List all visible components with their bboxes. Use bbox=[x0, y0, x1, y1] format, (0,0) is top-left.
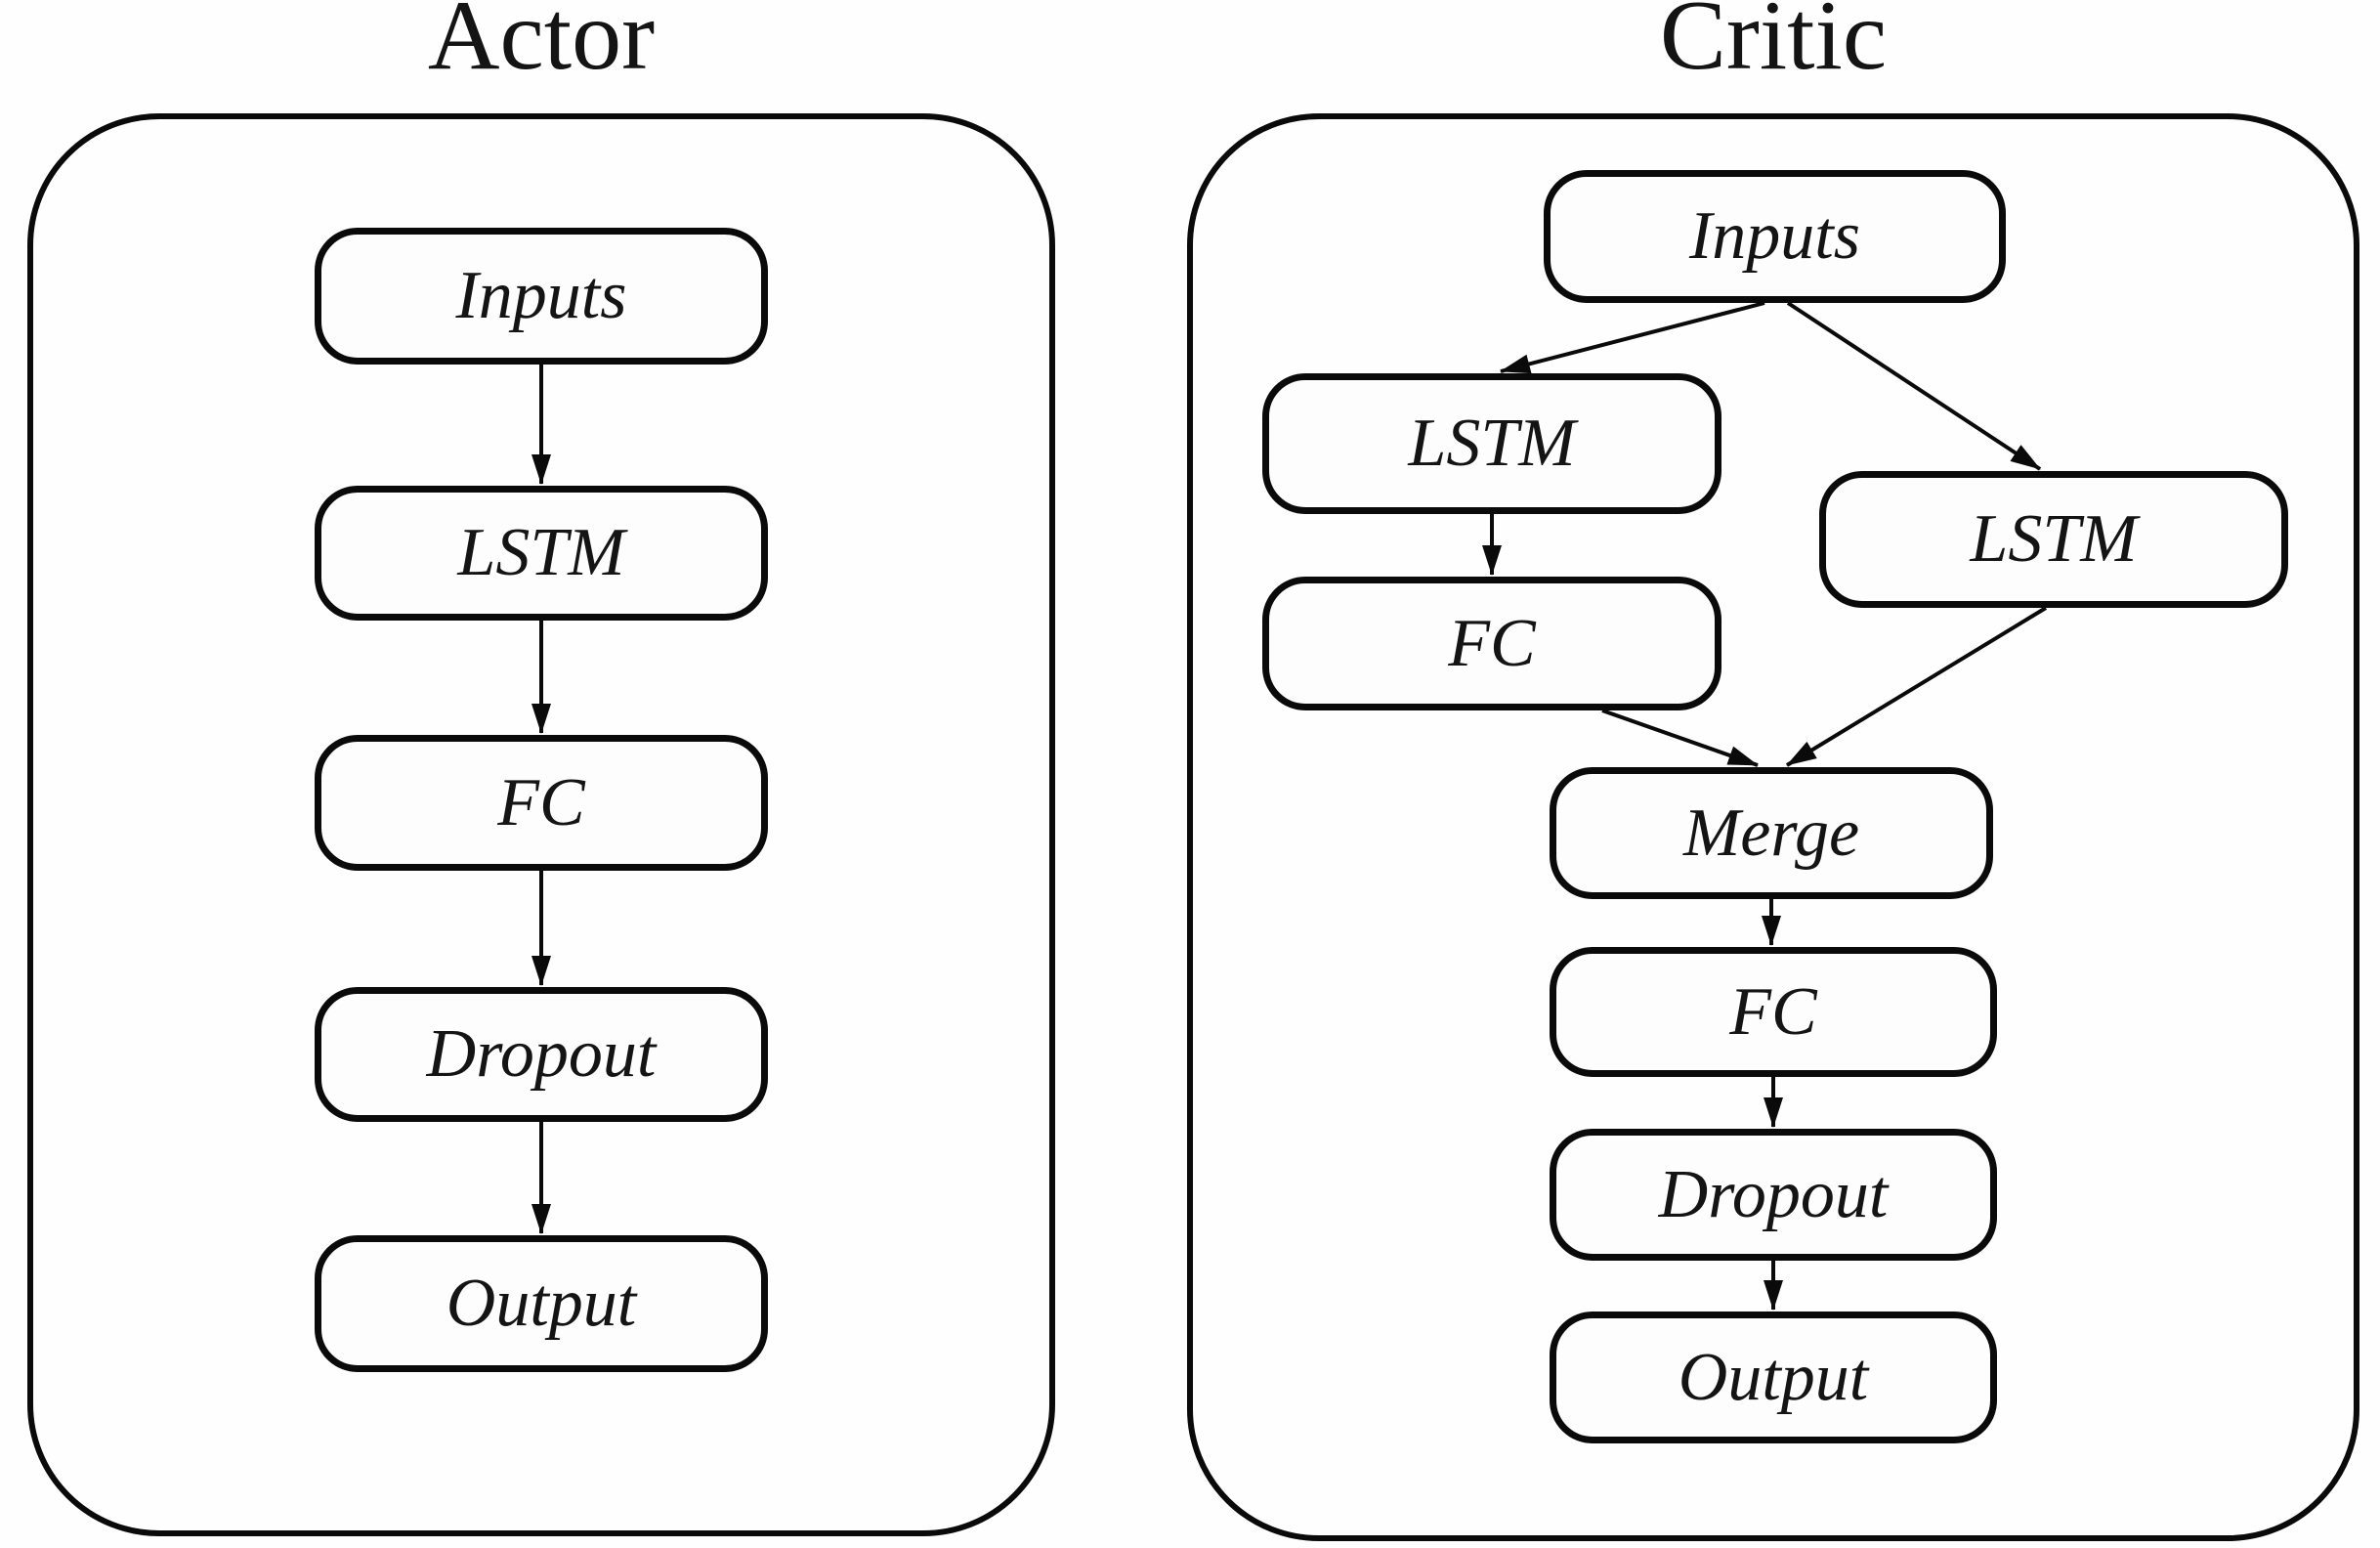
critic-node-fc-left: FC bbox=[1262, 577, 1721, 710]
critic-panel-outline bbox=[1187, 113, 2359, 1541]
actor-node-output: Output bbox=[315, 1235, 768, 1372]
critic-node-lstm-right: LSTM bbox=[1819, 471, 2288, 608]
critic-panel-title: Critic bbox=[1659, 0, 1888, 91]
actor-panel-outline bbox=[27, 113, 1055, 1536]
critic-node-merge: Merge bbox=[1550, 767, 1993, 899]
critic-node-output: Output bbox=[1550, 1312, 1997, 1443]
critic-node-fc: FC bbox=[1550, 947, 1997, 1077]
actor-node-inputs: Inputs bbox=[315, 228, 768, 365]
critic-node-dropout: Dropout bbox=[1550, 1129, 1997, 1261]
actor-node-dropout: Dropout bbox=[315, 987, 768, 1122]
critic-node-inputs: Inputs bbox=[1544, 170, 2006, 303]
actor-node-lstm: LSTM bbox=[315, 486, 768, 621]
actor-node-fc: FC bbox=[315, 735, 768, 871]
actor-panel-title: Actor bbox=[427, 0, 656, 91]
critic-node-lstm-left: LSTM bbox=[1262, 373, 1721, 514]
